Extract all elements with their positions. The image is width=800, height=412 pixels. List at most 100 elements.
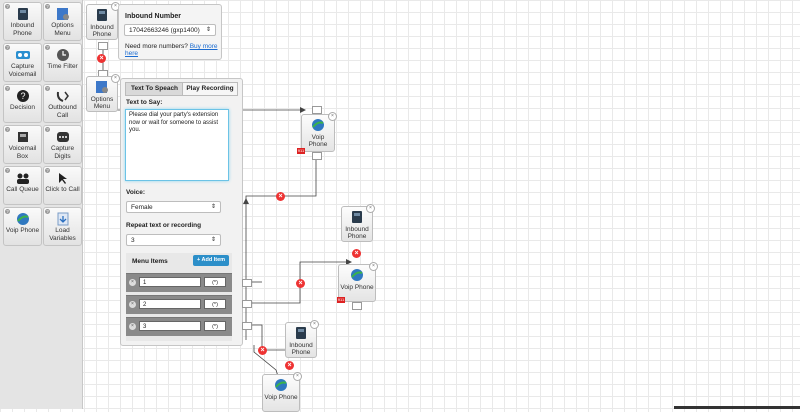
node-label: Inbound Phone — [90, 24, 114, 38]
palette-item-voip-phone[interactable]: ? Voip Phone — [3, 207, 42, 246]
remove-connection-icon[interactable]: × — [276, 192, 285, 201]
palette-item-load-variables[interactable]: ?Load Variables — [43, 207, 82, 246]
repeat-label: Repeat text or recording — [126, 222, 202, 229]
add-item-button[interactable]: + Add Item — [193, 255, 229, 266]
voice-select[interactable]: Female ⇕ — [126, 201, 221, 213]
updown-caret-icon: ⇕ — [210, 237, 216, 243]
help-icon[interactable]: ? — [5, 45, 10, 50]
help-icon[interactable]: ? — [45, 86, 50, 91]
menu-item-port[interactable] — [242, 300, 252, 308]
menu-item-row: × 3 (*) — [126, 317, 232, 336]
text-to-say-input[interactable]: Please dial your party's extension now o… — [125, 109, 229, 181]
node-options-menu[interactable]: Options Menu × — [86, 74, 120, 112]
palette-item-label: Outbound Call — [48, 104, 77, 119]
help-icon[interactable]: ? — [5, 86, 10, 91]
node-label: Inbound Phone — [289, 342, 313, 356]
remove-connection-icon[interactable]: × — [97, 54, 106, 63]
cursor-icon — [58, 173, 67, 184]
remove-connection-icon[interactable]: × — [352, 249, 361, 258]
node-inbound-phone[interactable]: Inbound Phone × — [285, 320, 319, 358]
menu-item-key-input[interactable]: 1 — [139, 277, 201, 287]
inbound-number-select[interactable]: 17042663246 (gxp1400) ⇕ — [124, 24, 216, 36]
wire-to-voip3 — [253, 345, 279, 377]
remove-item-icon[interactable]: × — [129, 323, 136, 330]
menu-item-key-input[interactable]: 3 — [139, 321, 201, 331]
help-icon[interactable]: ? — [45, 4, 50, 9]
svg-text:?: ? — [20, 91, 25, 101]
palette-item-label: Voip Phone — [5, 227, 40, 234]
input-port[interactable] — [312, 106, 322, 114]
help-icon[interactable]: ? — [45, 45, 50, 50]
menu-item-row: × 2 (*) — [126, 295, 232, 314]
globe-phone-icon — [351, 269, 363, 281]
remove-connection-icon[interactable]: × — [296, 279, 305, 288]
palette-item-options-menu[interactable]: ? Options Menu — [43, 2, 82, 41]
help-icon[interactable]: ? — [45, 127, 50, 132]
remove-connection-icon[interactable]: × — [285, 361, 294, 370]
node-palette: ?Inbound Phone? Options Menu? Capture Voic… — [0, 0, 83, 409]
menu-item-port[interactable] — [242, 279, 252, 287]
menu-item-action[interactable]: (*) — [204, 321, 226, 331]
clock-icon — [56, 49, 69, 61]
tab-play-recording[interactable]: Play Recording — [182, 82, 238, 96]
node-voip-phone[interactable]: Voip Phone × — [262, 372, 302, 412]
menu-item-action[interactable]: (*) — [204, 299, 226, 309]
repeat-select[interactable]: 3 ⇕ — [126, 234, 221, 246]
menu-items-label: Menu Items — [132, 258, 168, 265]
globe-phone-icon — [16, 213, 29, 225]
menu-item-key-input[interactable]: 2 — [139, 299, 201, 309]
remove-item-icon[interactable]: × — [129, 279, 136, 286]
palette-item-time-filter[interactable]: ? Time Filter — [43, 43, 82, 82]
close-icon[interactable]: × — [328, 112, 337, 121]
palette-item-label: Options Menu — [51, 22, 74, 37]
node-voip-phone[interactable]: Voip Phone × — [301, 112, 337, 152]
download-doc-icon — [57, 212, 68, 226]
close-icon[interactable]: × — [310, 320, 319, 329]
palette-item-label: Time Filter — [47, 63, 78, 70]
remove-connection-icon[interactable]: × — [258, 346, 267, 355]
output-port[interactable] — [352, 302, 362, 310]
palette-item-inbound-phone[interactable]: ?Inbound Phone — [3, 2, 42, 41]
voicemail-box-icon — [17, 132, 28, 142]
palette-item-label: Click to Call — [45, 186, 80, 193]
menu-item-port[interactable] — [242, 322, 252, 330]
help-icon[interactable]: ? — [5, 168, 10, 173]
node-label: Voip Phone — [340, 284, 374, 291]
palette-item-capture-digits[interactable]: ? Capture Digits — [43, 125, 82, 164]
node-label: Voip Phone — [308, 134, 328, 148]
menu-item-action[interactable]: (*) — [204, 277, 226, 287]
palette-item-label: Capture Digits — [50, 145, 75, 160]
help-icon[interactable]: ? — [45, 209, 50, 214]
node-inbound-phone[interactable]: Inbound Phone × — [341, 204, 375, 242]
palette-item-click-to-call[interactable]: ? Click to Call — [43, 166, 82, 205]
voicemail-icon — [15, 51, 30, 59]
buy-more-link[interactable]: Buy more here — [125, 43, 218, 57]
close-icon[interactable]: × — [366, 204, 375, 213]
remove-item-icon[interactable]: × — [129, 301, 136, 308]
help-icon[interactable]: ? — [45, 168, 50, 173]
horizontal-scrollbar[interactable] — [674, 406, 800, 409]
palette-item-label: Capture Voicemail — [8, 63, 37, 78]
node-label: Voip Phone — [264, 394, 298, 401]
close-icon[interactable]: × — [369, 262, 378, 271]
node-inbound-phone[interactable]: Inbound Phone × — [86, 2, 120, 40]
output-port[interactable] — [98, 42, 108, 50]
palette-item-capture-voicemail[interactable]: ? Capture Voicemail — [3, 43, 42, 82]
node-voip-phone[interactable]: Voip Phone × — [338, 262, 378, 302]
palette-item-call-queue[interactable]: ?Call Queue — [3, 166, 42, 205]
desk-phone-icon — [17, 8, 28, 20]
palette-item-label: Decision — [10, 104, 35, 111]
close-icon[interactable]: × — [293, 372, 302, 381]
missed-call-icon: 911 — [337, 297, 345, 303]
close-icon[interactable]: × — [111, 74, 120, 83]
help-icon[interactable]: ? — [5, 4, 10, 9]
wire-voip1-to-menu — [245, 158, 317, 340]
select-value: Female — [131, 204, 153, 211]
tab-text-to-speech[interactable]: Text To Speach — [125, 82, 184, 96]
palette-item-decision[interactable]: ?? Decision — [3, 84, 42, 123]
help-icon[interactable]: ? — [5, 209, 10, 214]
output-port[interactable] — [312, 152, 322, 160]
palette-item-voicemail-box[interactable]: ?Voicemail Box — [3, 125, 42, 164]
help-icon[interactable]: ? — [5, 127, 10, 132]
palette-item-outbound-call[interactable]: ? Outbound Call — [43, 84, 82, 123]
